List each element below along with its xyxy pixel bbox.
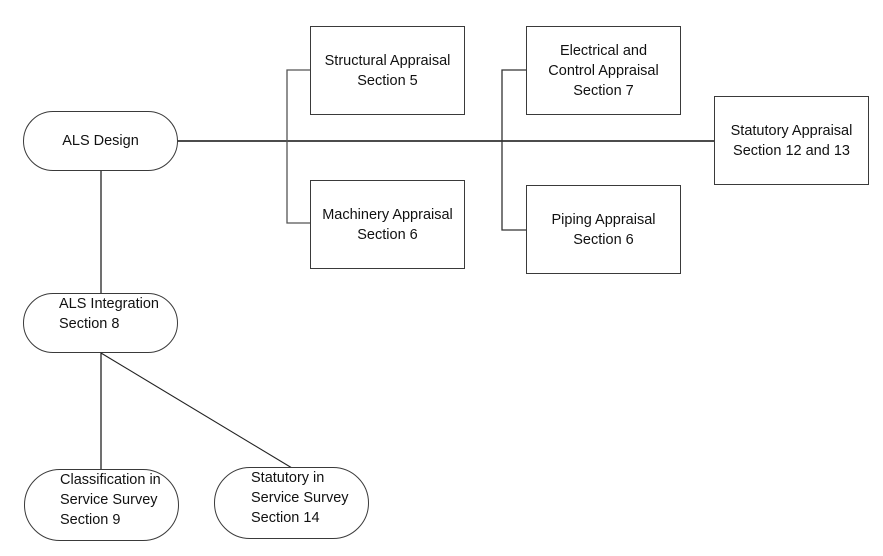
node-label: Section 7 (573, 82, 634, 99)
node-label: Statutory in (251, 470, 325, 486)
node-label: Section 6 (357, 226, 418, 243)
node-label: Section 6 (573, 231, 634, 248)
node-label: Structural Appraisal (324, 52, 451, 69)
node-label: Statutory Appraisal (730, 122, 853, 139)
node-structural-appraisal[interactable]: Structural Appraisal Section 5 (310, 26, 465, 115)
node-statutory-survey[interactable]: Statutory in Service Survey Section 14 (214, 467, 369, 539)
node-label: Service Survey (251, 490, 349, 506)
node-piping-appraisal[interactable]: Piping Appraisal Section 6 (526, 185, 681, 274)
node-machinery-appraisal[interactable]: Machinery Appraisal Section 6 (310, 180, 465, 269)
node-label: Piping Appraisal (551, 211, 656, 228)
node-label: Electrical and (559, 42, 648, 59)
node-label: Section 14 (251, 510, 320, 526)
node-label: Machinery Appraisal (322, 206, 453, 223)
node-label: Service Survey (60, 492, 158, 508)
node-label: Section 5 (357, 72, 418, 89)
node-label: Section 12 and 13 (733, 142, 850, 159)
node-label: Control Appraisal (548, 62, 659, 79)
node-label: Section 9 (60, 512, 121, 528)
node-statutory-appraisal[interactable]: Statutory Appraisal Section 12 and 13 (714, 96, 869, 185)
node-als-design[interactable]: ALS Design (23, 111, 178, 171)
edge-design-structural-machinery (286, 69, 310, 224)
edge-design-electrical-piping (501, 69, 526, 231)
node-classification-survey[interactable]: Classification in Service Survey Section… (24, 469, 179, 541)
node-label: ALS Integration (59, 296, 159, 312)
edge-integration-statutory-survey (100, 352, 293, 469)
node-label: ALS Design (62, 133, 139, 149)
node-als-integration[interactable]: ALS Integration Section 8 (23, 293, 178, 353)
node-label: Section 8 (59, 316, 120, 332)
node-electrical-appraisal[interactable]: Electrical and Control Appraisal Section… (526, 26, 681, 115)
node-label: Classification in (60, 472, 161, 488)
